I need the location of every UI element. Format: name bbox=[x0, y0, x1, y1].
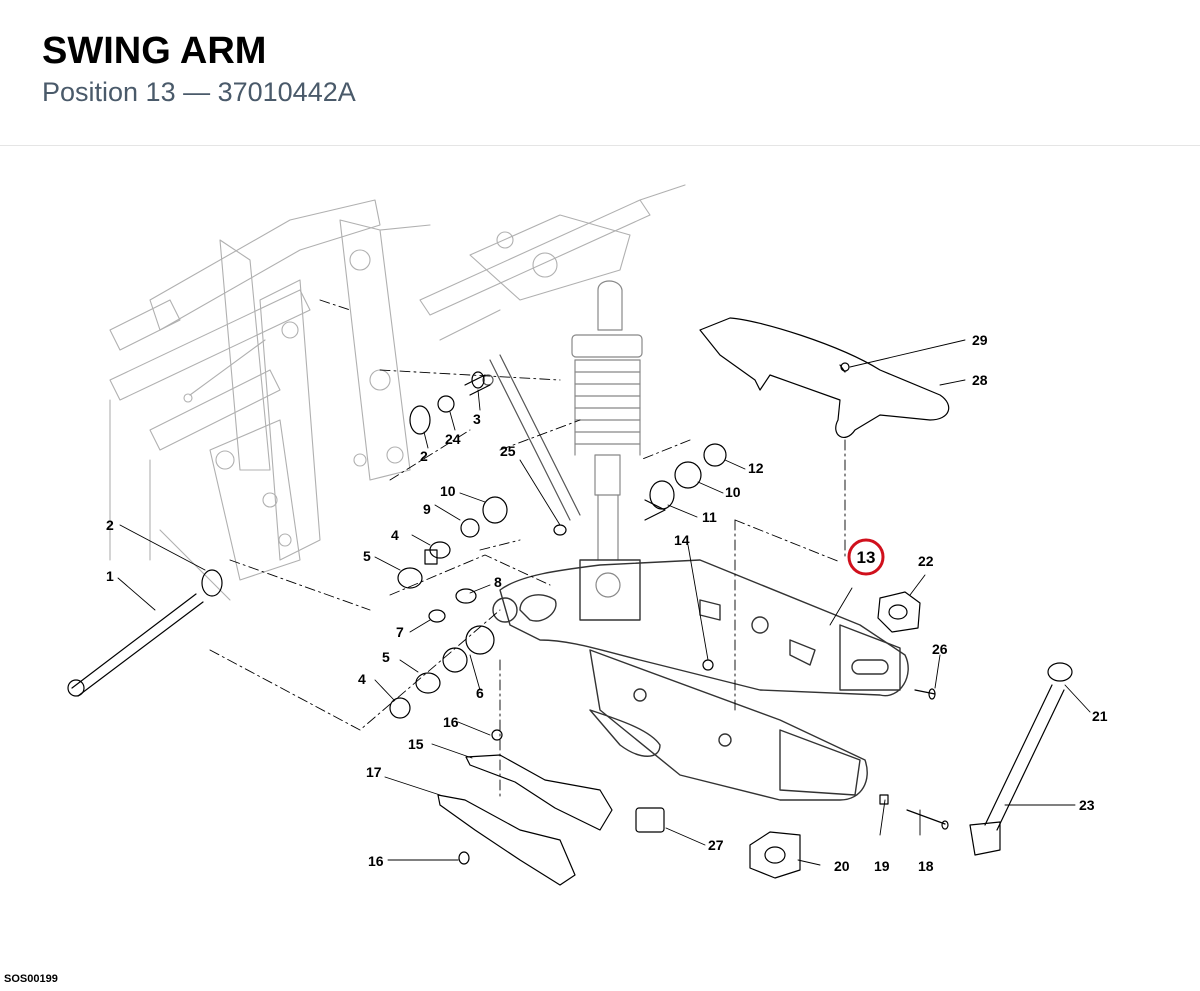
page-subtitle: Position 13 — 37010442A bbox=[42, 77, 356, 107]
callout: 3 bbox=[473, 411, 481, 427]
swing-arm bbox=[492, 559, 909, 801]
guide-lines bbox=[209, 299, 846, 801]
callout: 21 bbox=[1092, 708, 1108, 724]
block-22 bbox=[877, 591, 921, 633]
callout: 8 bbox=[494, 574, 502, 590]
callout: 5 bbox=[363, 548, 371, 564]
callout: 18 bbox=[918, 858, 934, 874]
shock-absorber bbox=[571, 280, 643, 598]
callout: 5 bbox=[382, 649, 390, 665]
callout: 25 bbox=[500, 443, 516, 459]
callout: 29 bbox=[972, 332, 988, 348]
callout: 14 bbox=[674, 532, 690, 548]
highlight-callout[interactable]: 13 bbox=[847, 538, 885, 576]
callout: 4 bbox=[391, 527, 399, 543]
bushings-right bbox=[644, 443, 727, 671]
callout: 15 bbox=[408, 736, 424, 752]
axle bbox=[969, 662, 1073, 856]
callout: 16 bbox=[368, 853, 384, 869]
callout: 9 bbox=[423, 501, 431, 517]
callout: 22 bbox=[918, 553, 934, 569]
callout: 23 bbox=[1079, 797, 1095, 813]
callout: 24 bbox=[445, 431, 461, 447]
callout: 19 bbox=[874, 858, 890, 874]
small-parts bbox=[635, 794, 949, 879]
callout: 1 bbox=[106, 568, 114, 584]
chain-guard bbox=[699, 317, 950, 438]
brackets bbox=[437, 729, 613, 886]
callout: 16 bbox=[443, 714, 459, 730]
callout: 2 bbox=[106, 517, 114, 533]
leader-lines bbox=[117, 339, 1091, 866]
callout: 28 bbox=[972, 372, 988, 388]
bolt-26 bbox=[914, 688, 936, 700]
header: SWING ARM Position 13 — 37010442A bbox=[0, 0, 1200, 146]
rod bbox=[482, 354, 581, 521]
callout: 10 bbox=[725, 484, 741, 500]
callout: 4 bbox=[358, 671, 366, 687]
drawing-code: SOS00199 bbox=[4, 973, 58, 985]
callout: 7 bbox=[396, 624, 404, 640]
exploded-parts-diagram: 1 2 2 3 4 4 5 5 6 7 8 9 10 10 11 12 14 1… bbox=[67, 184, 1108, 886]
callout: 20 bbox=[834, 858, 850, 874]
callout: 12 bbox=[748, 460, 764, 476]
callout: 10 bbox=[440, 483, 456, 499]
bushings bbox=[67, 371, 567, 719]
callout: 11 bbox=[702, 509, 717, 525]
highlight-label: 13 bbox=[857, 548, 876, 567]
page-title: SWING ARM bbox=[42, 30, 267, 72]
callout: 27 bbox=[708, 837, 724, 853]
frame-outline bbox=[109, 184, 686, 601]
callout: 26 bbox=[932, 641, 948, 657]
callout: 17 bbox=[366, 764, 382, 780]
callout: 6 bbox=[476, 685, 484, 701]
callout: 2 bbox=[420, 448, 428, 464]
